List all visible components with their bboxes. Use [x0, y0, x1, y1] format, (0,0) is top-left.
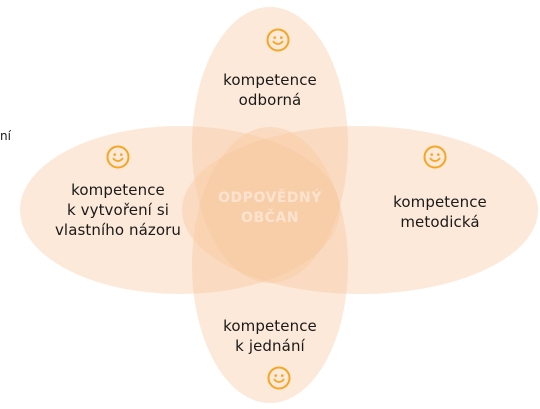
center-label: ODPOVĚDNÝ OBČAN [200, 188, 340, 228]
petal-right [182, 126, 538, 294]
label-right-line2: metodická [400, 213, 480, 231]
center-label-line2: OBČAN [241, 210, 299, 226]
label-top-line1: kompetence [223, 71, 317, 89]
smiley-icon [266, 28, 290, 52]
smiley-icon [106, 145, 130, 169]
label-bottom-line1: kompetence [223, 317, 317, 335]
label-left-line3: vlastního názoru [54, 221, 182, 239]
label-top: kompetence odborná [200, 70, 340, 110]
label-bottom-line2: k jednání [235, 337, 305, 355]
label-right: kompetence metodická [370, 192, 510, 232]
label-bottom: kompetence k jednání [200, 316, 340, 356]
smiley-icon [423, 145, 447, 169]
clipped-edge-text: ní [0, 129, 11, 143]
smiley-icon [267, 366, 291, 390]
label-top-line2: odborná [238, 91, 302, 109]
petal-bottom [192, 127, 348, 403]
label-left: kompetence k vytvoření si vlastního názo… [33, 180, 203, 240]
label-right-line1: kompetence [393, 193, 487, 211]
label-left-line2: k vytvoření si [66, 201, 170, 219]
petal-left [20, 126, 340, 294]
petal-top [192, 7, 348, 283]
center-label-line1: ODPOVĚDNÝ [218, 190, 322, 206]
label-left-line1: kompetence [71, 181, 165, 199]
